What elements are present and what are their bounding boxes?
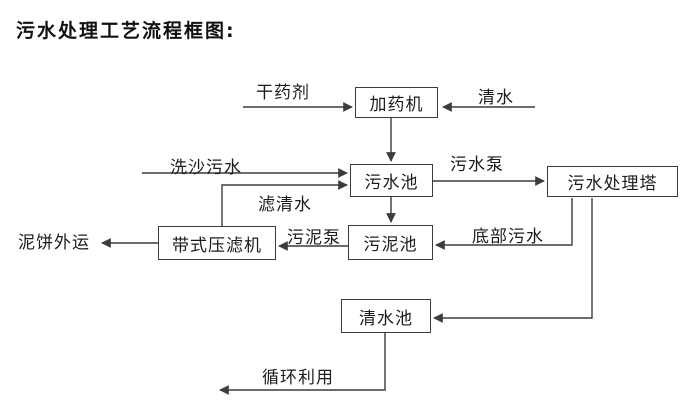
node-belt-filter-press: 带式压滤机 [158, 226, 276, 260]
node-clean-water-pool: 清水池 [341, 299, 431, 333]
node-sludge-pool: 污泥池 [348, 225, 433, 260]
node-dosing-machine-label: 加药机 [369, 95, 424, 115]
arrow-recycle-out [219, 333, 386, 395]
node-treatment-tower: 污水处理塔 [547, 166, 678, 197]
node-sludge-pool-label: 污泥池 [363, 235, 418, 255]
page-title: 污水处理工艺流程框图: [16, 20, 236, 42]
node-belt-filter-press-label: 带式压滤机 [172, 235, 262, 256]
flow-label-recycle: 循环利用 [262, 368, 334, 388]
node-sewage-pool: 污水池 [350, 164, 433, 197]
flow-label-bottom-sewage: 底部污水 [472, 227, 544, 247]
flow-label-sewage-pump: 污水泵 [450, 155, 504, 175]
flow-label-sludge-pump: 污泥泵 [287, 228, 341, 248]
flow-label-clean-water: 清水 [478, 88, 514, 108]
node-treatment-tower-label: 污水处理塔 [567, 174, 658, 194]
flow-label-dry-agent: 干药剂 [256, 83, 310, 103]
node-sewage-pool-label: 污水池 [364, 173, 419, 193]
node-clean-water-pool-label: 清水池 [359, 308, 413, 329]
arrow-filtered-water-press-to-sewage-pool [221, 180, 348, 226]
arrow-tower-to-clean-water-pool [433, 198, 593, 323]
flow-label-filtered-water: 滤清水 [258, 195, 312, 215]
flow-label-sand-wash-sewage: 洗沙污水 [170, 158, 242, 178]
flow-label-mud-cake-out: 泥饼外运 [18, 233, 90, 253]
node-dosing-machine: 加药机 [355, 87, 438, 118]
arrow-bottom-sewage-tower-to-sludge-pool [435, 198, 573, 250]
